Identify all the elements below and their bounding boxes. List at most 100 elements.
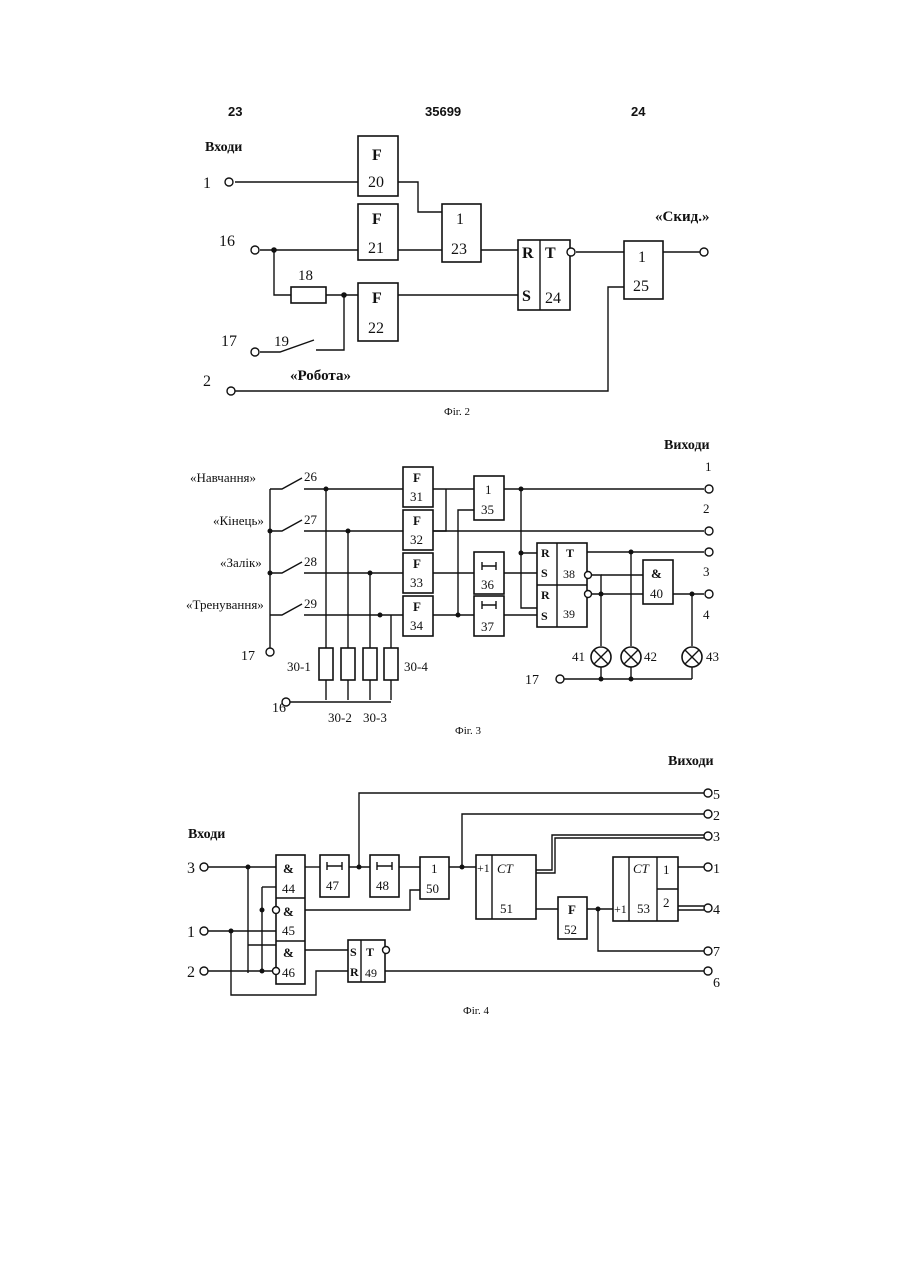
fig2-input-17-terminal[interactable] xyxy=(251,348,259,356)
junction xyxy=(519,551,524,556)
and46-num: 46 xyxy=(282,965,296,980)
fig3-output-4-terminal[interactable] xyxy=(705,590,713,598)
fig2-resistor-label: 18 xyxy=(298,268,313,284)
fig4-output-4-label: 4 xyxy=(713,903,720,918)
and40-num: 40 xyxy=(650,586,663,601)
f21-num: 21 xyxy=(368,240,384,257)
switch-29 xyxy=(270,604,302,615)
fig4-input-2-terminal[interactable] xyxy=(200,967,208,975)
fig4-output-5-terminal[interactable] xyxy=(704,789,712,797)
junction xyxy=(629,677,634,682)
figure-4: Виходи Входи 3 1 2 5 2 3 1 4 7 6 & 44 & … xyxy=(187,754,720,1017)
ct51-plus: +1 xyxy=(477,861,490,875)
bus-17-bottom xyxy=(564,667,692,679)
resistor-30-3 xyxy=(363,648,377,680)
fig2-switch-label: 19 xyxy=(274,334,289,350)
d48-num: 48 xyxy=(376,878,389,893)
ct53-num: 53 xyxy=(637,901,650,916)
switch-29-label: 29 xyxy=(304,596,317,611)
t24-t: T xyxy=(545,245,556,262)
t49-t: T xyxy=(366,945,374,959)
lamp-41-label: 41 xyxy=(572,649,585,664)
fig4-input-1-label: 1 xyxy=(187,924,195,941)
fig2-input-2-label: 2 xyxy=(203,373,211,390)
lamp-41 xyxy=(591,647,611,667)
ct51-num: 51 xyxy=(500,901,513,916)
t39-s: S xyxy=(541,609,548,623)
switch-26-label: 26 xyxy=(304,469,318,484)
t39-r: R xyxy=(541,588,550,602)
t49-inverted-output xyxy=(383,947,390,954)
fig2-input-2-terminal[interactable] xyxy=(227,387,235,395)
fig3-input-17-terminal[interactable] xyxy=(266,648,274,656)
lamp-43 xyxy=(682,647,702,667)
ct51-type: CT xyxy=(497,861,514,876)
fig2-input-1-terminal[interactable] xyxy=(225,178,233,186)
f33-num: 33 xyxy=(410,575,423,590)
fig2-skyd-label: «Скид.» xyxy=(655,209,709,225)
fig2-input-1-label: 1 xyxy=(203,175,211,192)
fig4-inputs-title: Входи xyxy=(188,827,225,842)
t49-s: S xyxy=(350,945,357,959)
fig2-input-16-label: 16 xyxy=(219,233,235,250)
fig4-output-2-terminal[interactable] xyxy=(704,810,712,818)
fig4-output-6-terminal[interactable] xyxy=(704,967,712,975)
fig4-input-1-terminal[interactable] xyxy=(200,927,208,935)
d37-num: 37 xyxy=(481,619,495,634)
fig3-input-16-terminal[interactable] xyxy=(282,698,290,706)
fig3-output-3-terminal[interactable] xyxy=(705,548,713,556)
fig4-input-3-terminal[interactable] xyxy=(200,863,208,871)
fig3-output-1-terminal[interactable] xyxy=(705,485,713,493)
and45-inverted-input xyxy=(273,907,280,914)
fig4-output-4-terminal[interactable] xyxy=(704,904,712,912)
fig4-outputs-title: Виходи xyxy=(668,754,714,769)
mode-label-navchannya: «Навчання» xyxy=(190,470,256,485)
junction xyxy=(456,613,461,618)
fig3-caption: Фіг. 3 xyxy=(455,725,482,737)
d36-num: 36 xyxy=(481,577,495,592)
fig4-output-1-label: 1 xyxy=(713,862,720,877)
fig2-robota-label: «Робота» xyxy=(290,368,351,384)
and44-type: & xyxy=(283,861,294,876)
f22-type: F xyxy=(372,290,382,307)
fig2-input-16-terminal[interactable] xyxy=(251,246,259,254)
lamp-42-label: 42 xyxy=(644,649,657,664)
resistor-30-2 xyxy=(341,648,355,680)
lamp-42 xyxy=(621,647,641,667)
and40-type: & xyxy=(651,566,662,581)
wire xyxy=(433,489,446,531)
t38-num: 38 xyxy=(563,567,575,581)
t24-inverted-output xyxy=(567,248,575,256)
or50-num: 50 xyxy=(426,881,439,896)
f20-num: 20 xyxy=(368,174,384,191)
junction xyxy=(378,613,383,618)
switch-27-label: 27 xyxy=(304,512,318,527)
fig3-output-2-terminal[interactable] xyxy=(705,527,713,535)
or25-num: 25 xyxy=(633,278,649,295)
fig3-output-4-label: 4 xyxy=(703,607,710,622)
fig2-output-terminal[interactable] xyxy=(700,248,708,256)
resistor-30-4-label: 30-4 xyxy=(404,659,428,674)
resistor-30-3-label: 30-3 xyxy=(363,710,387,725)
junction xyxy=(346,529,351,534)
junction xyxy=(229,929,234,934)
output-4-wire xyxy=(678,906,704,910)
f22-num: 22 xyxy=(368,320,384,337)
junction xyxy=(271,247,277,253)
fig4-input-2-label: 2 xyxy=(187,964,195,981)
fig3-bottom-17-terminal[interactable] xyxy=(556,675,564,683)
or35-num: 35 xyxy=(481,502,494,517)
fig3-output-1-label: 1 xyxy=(705,459,712,474)
junction xyxy=(260,908,265,913)
f34-type: F xyxy=(413,599,421,614)
fig4-output-1-terminal[interactable] xyxy=(704,863,712,871)
fig3-output-2-label: 2 xyxy=(703,501,710,516)
switch-26 xyxy=(270,478,302,489)
t38-r: R xyxy=(541,546,550,560)
fig2-input-17-label: 17 xyxy=(221,333,237,350)
fig4-output-7-terminal[interactable] xyxy=(704,947,712,955)
fig4-output-3-terminal[interactable] xyxy=(704,832,712,840)
junction xyxy=(268,571,273,576)
fig3-bottom-17-label: 17 xyxy=(525,673,539,688)
